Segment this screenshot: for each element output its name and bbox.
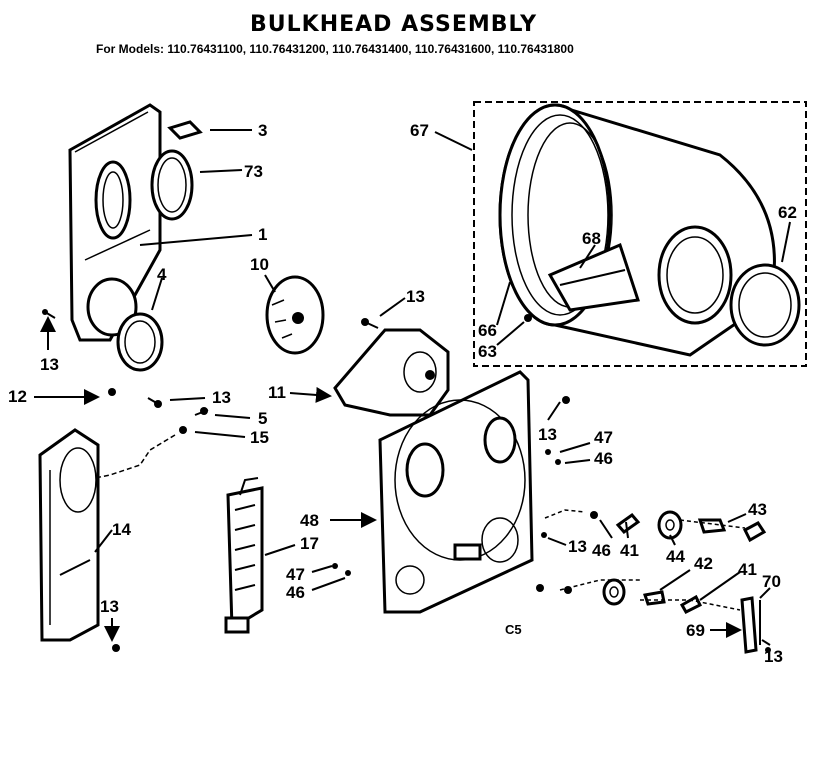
part-44-roller bbox=[657, 510, 683, 540]
callout-46-right: 46 bbox=[594, 449, 613, 468]
part-44-roller-lower bbox=[602, 578, 626, 606]
part-48-rear-bulkhead bbox=[378, 370, 534, 614]
callout-47-left: 47 bbox=[286, 565, 305, 584]
part-1-front-panel bbox=[68, 103, 162, 342]
callout-5: 5 bbox=[258, 409, 267, 428]
callout-3: 3 bbox=[258, 121, 267, 140]
part-42-shaft bbox=[643, 590, 666, 606]
callout-12: 12 bbox=[8, 387, 27, 406]
callout-13-top: 13 bbox=[406, 287, 425, 306]
part-17-heater bbox=[224, 477, 264, 634]
callout-63: 63 bbox=[478, 342, 497, 361]
callout-43: 43 bbox=[748, 500, 767, 519]
callout-68: 68 bbox=[582, 229, 601, 248]
page-title: BULKHEAD ASSEMBLY bbox=[250, 12, 538, 37]
footer-code: C5 bbox=[505, 622, 522, 637]
callout-66: 66 bbox=[478, 321, 497, 340]
callout-47-right: 47 bbox=[594, 428, 613, 447]
part-41-clip bbox=[615, 512, 641, 535]
callout-48: 48 bbox=[300, 511, 319, 530]
callout-14: 14 bbox=[112, 520, 131, 539]
callout-70: 70 bbox=[762, 572, 781, 591]
leader-lines bbox=[34, 129, 791, 646]
callout-62: 62 bbox=[778, 203, 797, 222]
models-line: For Models: 110.76431100, 110.76431200, … bbox=[96, 42, 574, 56]
callout-13-center: 13 bbox=[568, 537, 587, 556]
callout-13-left: 13 bbox=[40, 355, 59, 374]
callout-1: 1 bbox=[258, 225, 267, 244]
callout-labels: 3 73 1 4 13 10 13 12 13 5 15 11 14 13 17… bbox=[8, 121, 797, 666]
callout-11: 11 bbox=[268, 383, 286, 402]
callout-4: 4 bbox=[157, 265, 167, 284]
part-62-seal bbox=[729, 263, 801, 347]
part-69-bracket bbox=[740, 596, 758, 654]
callout-10: 10 bbox=[250, 255, 269, 274]
part-73-seal bbox=[150, 149, 194, 221]
callout-46-center: 46 bbox=[592, 541, 611, 560]
part-14-duct bbox=[38, 428, 100, 642]
part-3-clip bbox=[167, 120, 203, 140]
part-11-blower-housing bbox=[333, 328, 450, 417]
part-10-blower-wheel bbox=[265, 275, 325, 355]
callout-15: 15 bbox=[250, 428, 269, 447]
callout-13-bulkhead: 13 bbox=[538, 425, 557, 444]
callout-41-center: 41 bbox=[620, 541, 639, 560]
drum-frame bbox=[473, 101, 807, 367]
callout-73: 73 bbox=[244, 162, 263, 181]
callout-67: 67 bbox=[410, 121, 429, 140]
callout-13-mid: 13 bbox=[212, 388, 231, 407]
callout-13-far-right: 13 bbox=[764, 647, 783, 666]
part-43-shaft bbox=[697, 518, 727, 534]
callout-13-bottom-left: 13 bbox=[100, 597, 119, 616]
callout-41-right: 41 bbox=[738, 560, 757, 579]
callout-69: 69 bbox=[686, 621, 705, 640]
callout-44: 44 bbox=[666, 547, 685, 566]
callout-17: 17 bbox=[300, 534, 319, 553]
callout-42: 42 bbox=[694, 554, 713, 573]
callout-46-left: 46 bbox=[286, 583, 305, 602]
